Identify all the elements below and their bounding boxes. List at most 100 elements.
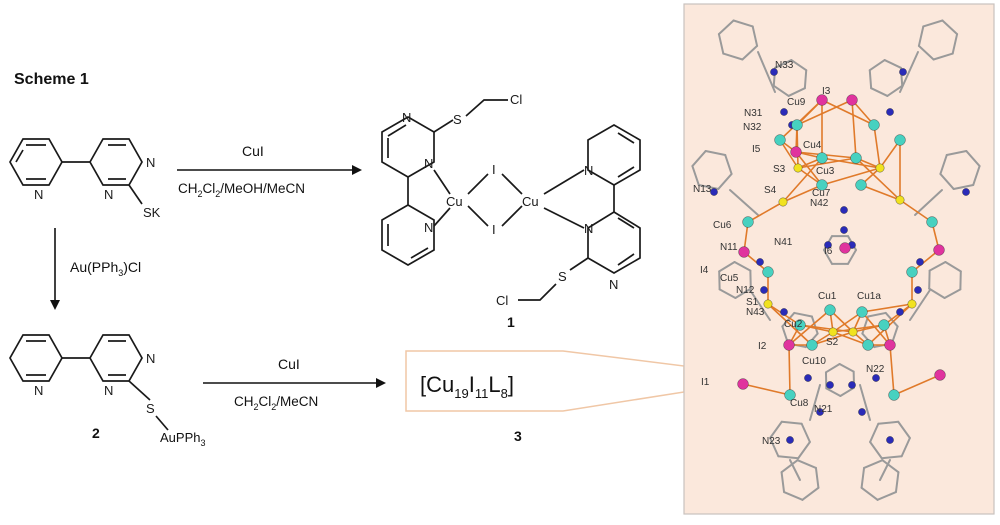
c1-n-left: N xyxy=(424,156,433,171)
crystal-label-n32: N32 xyxy=(743,122,762,133)
crystal-label-cu6: Cu6 xyxy=(713,220,732,231)
c1-n-pyr-right: N xyxy=(584,163,593,178)
compound-3-label: 3 xyxy=(514,428,522,444)
c1-i-bottom: I xyxy=(492,222,496,237)
crystal-label-n11: N11 xyxy=(720,242,738,253)
nitrogen-atom-20 xyxy=(858,408,865,415)
crystal-label-s4: S4 xyxy=(764,185,777,196)
crystal-label-s2: S2 xyxy=(826,337,839,348)
nitrogen-atom-7 xyxy=(756,258,763,265)
crystal-label-cu1: Cu1 xyxy=(818,291,837,302)
crystal-label-cu5: Cu5 xyxy=(720,273,739,284)
crystal-label-n21: N21 xyxy=(814,404,833,415)
copper-atom-1 xyxy=(869,120,880,131)
crystal-label-n31: N31 xyxy=(744,108,763,119)
pyrimidine-n2-label: N xyxy=(104,187,113,202)
c2-s: S xyxy=(146,401,155,416)
c1-cl-top: Cl xyxy=(510,92,522,107)
nitrogen-atom-6 xyxy=(962,188,969,195)
iodine-atom-8 xyxy=(738,379,749,390)
c1-cu-left: Cu xyxy=(446,194,463,209)
organic-ring-1 xyxy=(805,70,806,88)
c2-n-pyr: N xyxy=(34,383,43,398)
arrowhead-2 xyxy=(50,300,60,310)
crystal-label-i2: I2 xyxy=(758,341,767,352)
crystal-label-cu10: Cu10 xyxy=(802,356,826,367)
iodine-atom-5 xyxy=(934,245,945,256)
c1-n-pyrim-right: N xyxy=(584,221,593,236)
organic-ring-3 xyxy=(870,70,871,88)
crystal-label-cu9: Cu9 xyxy=(787,97,806,108)
crystal-label-n12: N12 xyxy=(736,285,755,296)
copper-atom-4 xyxy=(895,135,906,146)
nitrogen-atom-9 xyxy=(760,286,767,293)
crystal-label-n23: N23 xyxy=(762,436,781,447)
nitrogen-atom-4 xyxy=(886,108,893,115)
crystal-label-n22: N22 xyxy=(866,364,885,375)
nitrogen-atom-2 xyxy=(780,108,787,115)
crystal-label-i1: I1 xyxy=(701,377,710,388)
copper-atom-3 xyxy=(851,153,862,164)
nitrogen-atom-13 xyxy=(840,206,847,213)
nitrogen-atom-18 xyxy=(848,381,855,388)
copper-atom-15 xyxy=(879,320,890,331)
copper-atom-2 xyxy=(817,153,828,164)
nitrogen-atom-10 xyxy=(914,286,921,293)
crystal-label-cu2: Cu2 xyxy=(784,319,803,330)
copper-atom-16 xyxy=(807,340,818,351)
copper-atom-7 xyxy=(856,180,867,191)
iodine-atom-6 xyxy=(784,340,795,351)
sulfur-atom-7 xyxy=(849,328,857,336)
c1-cl-bottom: Cl xyxy=(496,293,508,308)
cu-bond-3 xyxy=(797,125,798,168)
nitrogen-atom-5 xyxy=(710,188,717,195)
sulfur-atom-0 xyxy=(794,164,802,172)
crystal-label-n41: N41 xyxy=(774,237,793,248)
c1-n-top: N xyxy=(402,110,411,125)
c1-n-bottom: N xyxy=(609,277,618,292)
c2-n-right: N xyxy=(146,351,155,366)
nitrogen-atom-11 xyxy=(780,308,787,315)
crystal-label-i6: I6 xyxy=(824,246,833,257)
iodine-atom-1 xyxy=(847,95,858,106)
c1-n-pyr-left: N xyxy=(424,220,433,235)
copper-atom-9 xyxy=(927,217,938,228)
copper-atom-0 xyxy=(792,120,803,131)
copper-atom-12 xyxy=(825,305,836,316)
crystal-label-i3: I3 xyxy=(822,86,831,97)
sulfur-atom-2 xyxy=(779,198,787,206)
compound-2-structure: N N N S AuPPh3 xyxy=(10,335,206,448)
nitrogen-atom-21 xyxy=(786,436,793,443)
reaction-2-reagent: Au(PPh3)Cl xyxy=(70,259,141,278)
sulfur-atom-1 xyxy=(876,164,884,172)
pyrimidine-n-label: N xyxy=(146,155,155,170)
nitrogen-atom-12 xyxy=(896,308,903,315)
copper-atom-13 xyxy=(857,307,868,318)
copper-atom-8 xyxy=(743,217,754,228)
reaction-3-solvent: CH2Cl2/MeCN xyxy=(234,394,318,412)
crystal-label-cu4: Cu4 xyxy=(803,140,822,151)
compound-1-structure: N N S Cl N Cu I I Cu N N N xyxy=(382,92,640,308)
sulfur-atom-5 xyxy=(908,300,916,308)
crystal-label-n33: N33 xyxy=(775,60,794,71)
crystal-label-i4: I4 xyxy=(700,265,709,276)
arrowhead-3 xyxy=(376,378,386,388)
sulfur-atom-3 xyxy=(896,196,904,204)
nitrogen-atom-23 xyxy=(804,374,811,381)
reaction-3-reagent: CuI xyxy=(278,356,300,372)
c1-i-top: I xyxy=(492,162,496,177)
sulfur-atom-4 xyxy=(764,300,772,308)
copper-atom-11 xyxy=(907,267,918,278)
nitrogen-atom-22 xyxy=(886,436,893,443)
sulfur-atom-6 xyxy=(829,328,837,336)
crystal-label-n42: N42 xyxy=(810,198,829,209)
crystal-label-i5: I5 xyxy=(752,144,761,155)
compound-2-label: 2 xyxy=(92,425,100,441)
nitrogen-atom-1 xyxy=(899,68,906,75)
scheme-title: Scheme 1 xyxy=(14,71,89,88)
reaction-1-reagent: CuI xyxy=(242,143,264,159)
nitrogen-atom-8 xyxy=(916,258,923,265)
copper-atom-17 xyxy=(863,340,874,351)
